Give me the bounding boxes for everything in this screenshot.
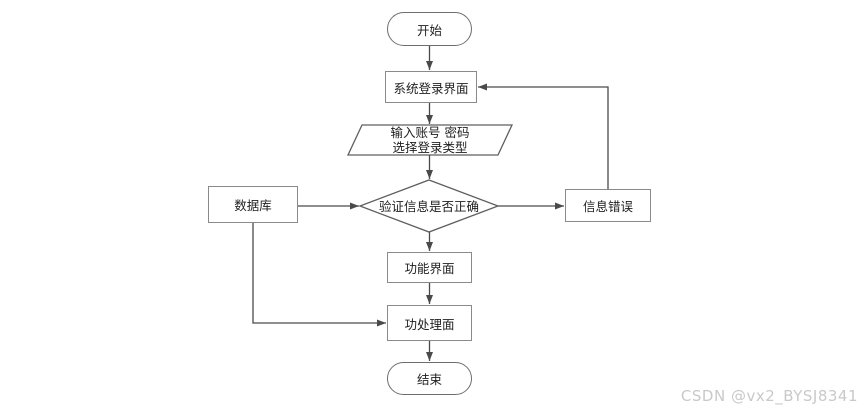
node-login-screen: 系统登录界面 xyxy=(385,71,477,103)
node-start: 开始 xyxy=(387,12,472,46)
node-database-label: 数据库 xyxy=(234,198,272,213)
node-info-error: 信息错误 xyxy=(565,189,651,222)
node-processing-label: 功处理面 xyxy=(404,316,455,332)
csdn-watermark: CSDN @vx2_BYSJ8341 xyxy=(680,387,858,405)
node-login-screen-label: 系统登录界面 xyxy=(393,80,469,96)
node-processing: 功处理面 xyxy=(387,305,472,341)
node-database: 数据库 xyxy=(208,186,298,223)
connector-error-to-login xyxy=(478,83,609,189)
node-info-error-label: 信息错误 xyxy=(582,199,633,214)
node-end-label: 结束 xyxy=(416,372,442,387)
decision-diamond-shape xyxy=(358,179,500,233)
node-start-label: 开始 xyxy=(416,22,442,38)
connector-database-to-processing xyxy=(252,223,386,327)
node-function-screen: 功能界面 xyxy=(387,252,472,283)
node-end: 结束 xyxy=(387,362,472,395)
io-parallelogram-shape xyxy=(346,124,514,156)
node-function-screen-label: 功能界面 xyxy=(404,261,455,276)
